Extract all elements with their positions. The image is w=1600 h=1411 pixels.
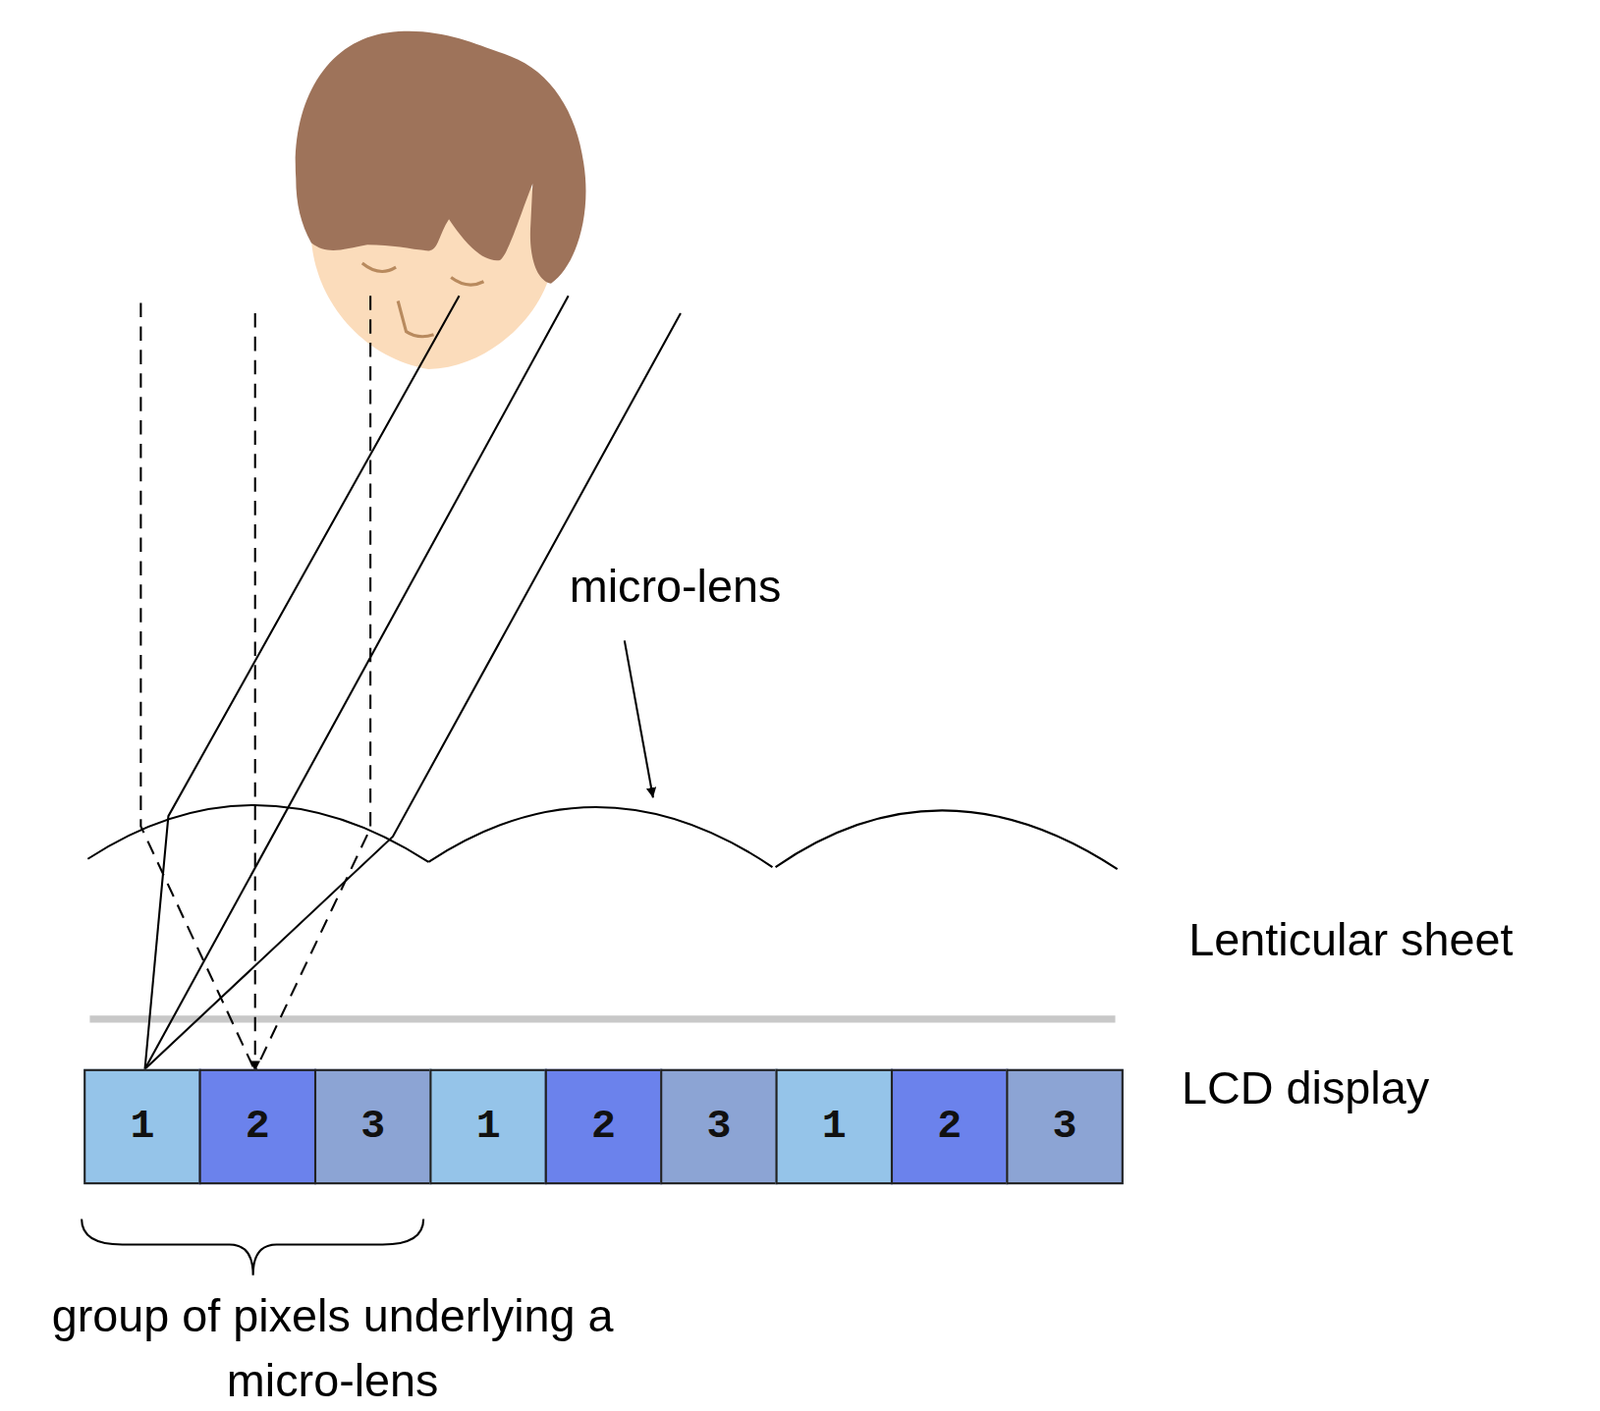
pixel-number: 3	[706, 1103, 731, 1151]
sheet-line	[89, 1015, 1115, 1023]
pixel-cell: 1	[775, 1069, 893, 1185]
pixel-cell: 1	[429, 1069, 547, 1185]
pixel-cell: 2	[199, 1069, 317, 1185]
pixel-number: 1	[822, 1103, 847, 1151]
sheet-label: Lenticular sheet	[1188, 913, 1513, 969]
display-label: LCD display	[1181, 1060, 1430, 1116]
leader-arrow	[624, 640, 654, 798]
pixel-number: 2	[591, 1103, 616, 1151]
pixel-number: 3	[360, 1103, 386, 1151]
pixel-number: 1	[129, 1103, 155, 1151]
pixel-cell: 3	[314, 1069, 432, 1185]
pixel-cell: 2	[545, 1069, 663, 1185]
pixel-cell: 3	[1005, 1069, 1123, 1185]
viewer-head	[295, 31, 587, 370]
lens-label: micro-lens	[569, 558, 782, 614]
pixel-cell: 1	[83, 1069, 201, 1185]
pixel-number: 2	[245, 1103, 271, 1151]
group-label: group of pixels underlying a micro-lens	[5, 1283, 660, 1411]
pixel-number: 2	[937, 1103, 962, 1151]
group-brace	[81, 1218, 424, 1275]
pixel-number: 3	[1052, 1103, 1078, 1151]
light-rays	[140, 295, 681, 1072]
pixel-cell: 2	[890, 1069, 1008, 1185]
pixel-number: 1	[476, 1103, 501, 1151]
micro-lenses	[87, 805, 1117, 870]
pixel-cell: 3	[660, 1069, 777, 1185]
